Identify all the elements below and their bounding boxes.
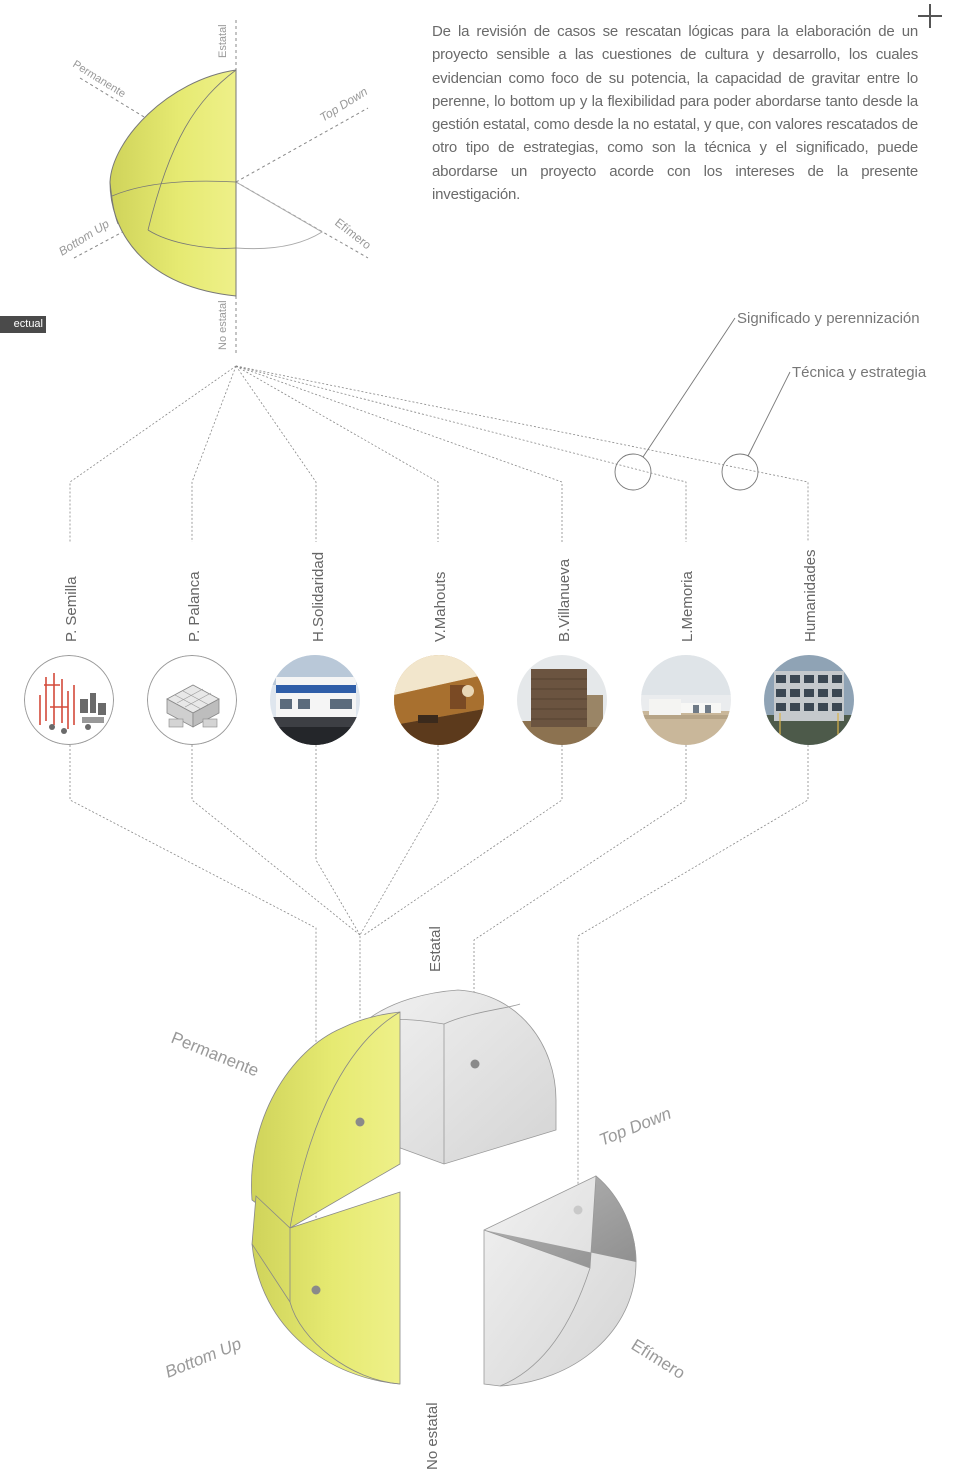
- intro-paragraph: De la revisión de casos se rescatan lógi…: [432, 23, 918, 204]
- callout-tecnica: Técnica y estrategia: [792, 364, 927, 381]
- small-label-no-estatal: No estatal: [217, 300, 229, 350]
- semilla-illustration: [24, 655, 114, 745]
- fan-connectors: [69, 365, 809, 542]
- side-section-tab: ectual: [0, 316, 46, 333]
- villanueva-photo: [517, 655, 607, 745]
- large-label-top-down: Top Down: [596, 1104, 674, 1150]
- plus-icon: [918, 4, 942, 28]
- small-axes-diagram: [73, 20, 369, 355]
- case-label-3: H.Solidaridad: [310, 552, 327, 642]
- memoria-photo: [641, 655, 731, 745]
- case-thumb-solidaridad[interactable]: [270, 655, 360, 745]
- case-thumb-memoria[interactable]: [641, 655, 731, 745]
- mahouts-photo: [394, 655, 484, 745]
- large-label-no-estatal: No estatal: [424, 1402, 441, 1470]
- small-label-permanente: Permanente: [70, 58, 127, 100]
- case-thumb-mahouts[interactable]: [394, 655, 484, 745]
- callout-leaders: [614, 317, 791, 491]
- case-label-7: Humanidades: [802, 549, 819, 642]
- large-label-permanente: Permanente: [169, 1028, 262, 1080]
- small-label-bottom-up: Bottom Up: [56, 216, 112, 258]
- palanca-illustration: [147, 655, 237, 745]
- case-thumb-humanidades[interactable]: [764, 655, 854, 745]
- solidaridad-photo: [270, 655, 360, 745]
- humanidades-photo: [764, 655, 854, 745]
- case-thumb-semilla[interactable]: [24, 655, 114, 745]
- large-label-bottom-up: Bottom Up: [162, 1334, 244, 1382]
- callout-significado: Significado y perennización: [737, 310, 920, 327]
- case-thumb-palanca[interactable]: [147, 655, 237, 745]
- case-label-5: B.Villanueva: [556, 558, 573, 642]
- case-label-2: P. Palanca: [186, 571, 203, 642]
- case-thumb-villanueva[interactable]: [517, 655, 607, 745]
- small-label-top-down: Top Down: [317, 84, 370, 124]
- case-label-1: P. Semilla: [63, 576, 80, 642]
- case-label-6: L.Memoria: [679, 570, 696, 642]
- small-label-efimero: Efímero: [332, 215, 374, 252]
- large-exploded-diagram: [251, 989, 637, 1387]
- large-label-estatal: Estatal: [427, 926, 444, 972]
- large-label-efimero: Efímero: [628, 1335, 689, 1383]
- small-label-estatal: Estatal: [217, 24, 229, 58]
- case-label-4: V.Mahouts: [432, 572, 449, 642]
